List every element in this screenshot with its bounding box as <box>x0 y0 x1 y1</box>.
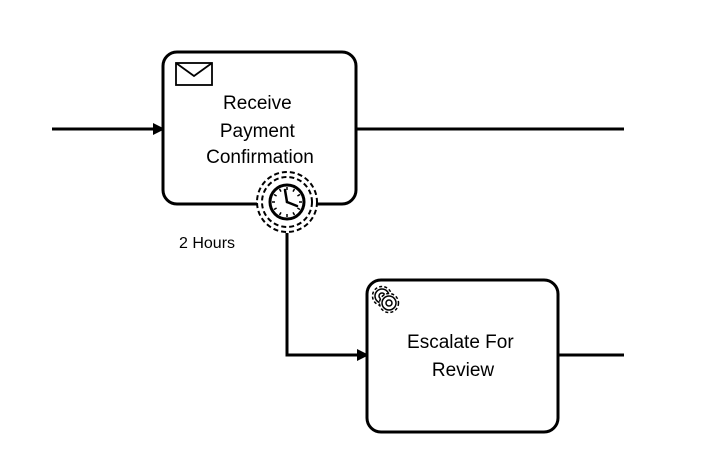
clock-icon <box>268 183 306 221</box>
task-box[interactable] <box>365 278 560 434</box>
task-receive-payment-confirmation[interactable]: Receive Payment Confirmation <box>161 50 358 206</box>
task-label-line: Escalate For <box>407 332 514 353</box>
envelope-icon <box>175 62 213 86</box>
timer-boundary-event[interactable] <box>256 171 318 233</box>
task-label-line: Confirmation <box>206 147 314 168</box>
svg-text:Receive Payment Co: Receive Payment Confirmation <box>206 93 314 168</box>
event-inner-ring <box>261 176 313 228</box>
sequence-flow-timeout[interactable] <box>285 233 369 361</box>
task-label-line: Payment <box>220 121 296 142</box>
task-label-line: Receive <box>223 93 292 114</box>
boundary-event-label: 2 Hours <box>179 235 235 252</box>
task-escalate-for-review[interactable]: Escalate For Review <box>365 278 560 434</box>
gears-icon <box>371 285 400 314</box>
svg-text:Escalate For Review: Escalate For Review <box>407 332 519 381</box>
task-label-line: Review <box>432 360 495 381</box>
